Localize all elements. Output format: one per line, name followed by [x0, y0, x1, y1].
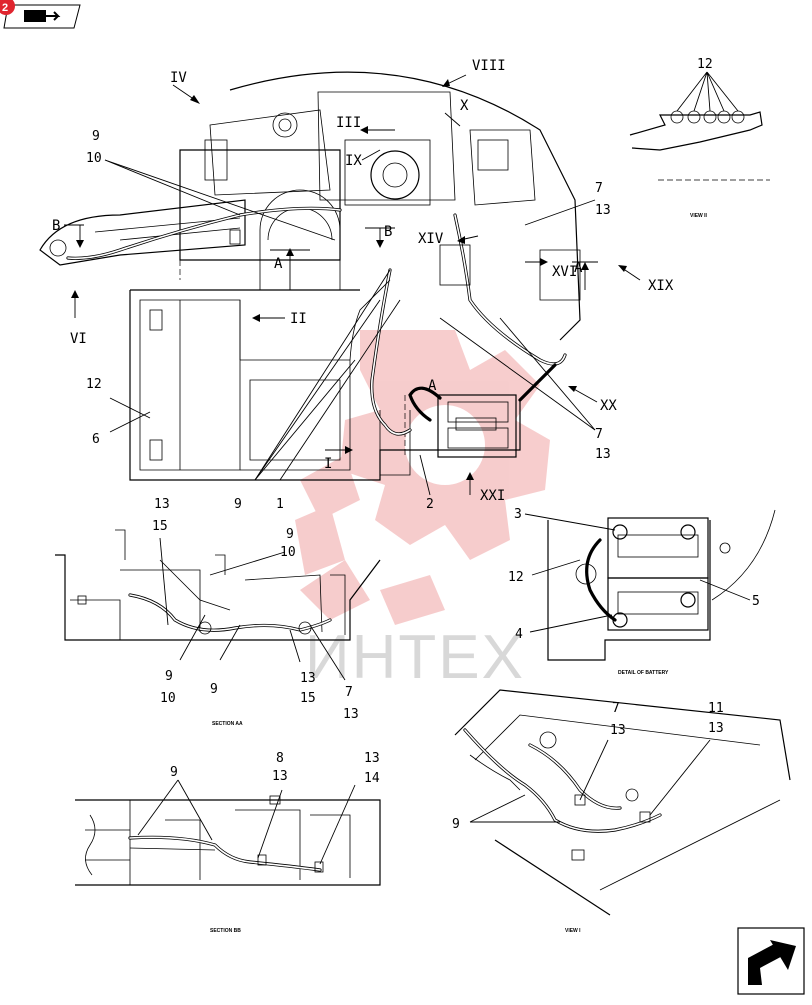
part-label-7-right: 7 [595, 427, 603, 442]
main-assembly-view [39, 71, 641, 496]
watermark-text: ИНТЕХ [305, 623, 525, 692]
view-label-iii: III [336, 115, 361, 131]
view-ii-part-label-12: 12 [697, 57, 713, 72]
section-marker-a-mid: A [428, 378, 437, 394]
section-marker-a-right: A [574, 260, 583, 276]
section-aa-part-label-13: 13 [154, 497, 170, 512]
view-i-detail [454, 689, 791, 916]
view-label-x: X [460, 98, 469, 114]
part-label-6: 6 [92, 432, 100, 447]
view-i-part-label-7: 7 [612, 701, 620, 716]
view-label-xiv: XIV [418, 231, 444, 247]
section-aa-part-label-9-left: 9 [165, 669, 173, 684]
view-label-i: I [324, 456, 332, 472]
section-aa-part-label-10-left: 10 [160, 691, 176, 706]
section-aa-view [55, 529, 381, 681]
part-label-10: 10 [86, 151, 102, 166]
section-aa-part-label-15: 15 [152, 519, 168, 534]
section-bb-part-label-13-left: 13 [272, 769, 288, 784]
battery-detail-view [524, 509, 776, 661]
section-aa-part-label-7: 7 [345, 685, 353, 700]
battery-part-label-5: 5 [752, 594, 760, 609]
view-i-caption: VIEW I [565, 928, 581, 934]
view-label-xix: XIX [648, 278, 674, 294]
section-bb-part-label-13-right: 13 [364, 751, 380, 766]
section-bb-part-label-14: 14 [364, 771, 380, 786]
part-label-12: 12 [86, 377, 102, 392]
battery-part-label-12: 12 [508, 570, 524, 585]
section-bb-caption: SECTION BB [210, 928, 241, 934]
section-marker-a-left: A [274, 256, 283, 272]
next-page-arrow-icon [748, 940, 796, 985]
section-bb-part-label-8: 8 [276, 751, 284, 766]
view-i-part-label-13-left: 13 [610, 723, 626, 738]
book-arrow-icon [24, 10, 61, 22]
page-badge [0, 0, 15, 15]
view-i-part-label-11: 11 [708, 701, 724, 716]
view-label-xvi: XVI [552, 264, 577, 280]
part-label-7-top: 7 [595, 181, 603, 196]
battery-part-label-3: 3 [514, 507, 522, 522]
page-badge-number: 2 [2, 2, 8, 14]
view-label-ii: II [290, 311, 307, 327]
section-aa-caption: SECTION AA [212, 721, 243, 727]
next-page-button[interactable] [737, 927, 805, 995]
view-ii-caption: VIEW II [690, 213, 708, 219]
view-i-part-label-13-right: 13 [708, 721, 724, 736]
view-label-vi: VI [70, 331, 87, 347]
section-marker-b-right: B [384, 224, 392, 240]
view-label-iv: IV [170, 70, 187, 86]
part-label-9-bottom: 9 [234, 497, 242, 512]
view-ii-detail [629, 71, 770, 181]
part-label-2: 2 [426, 497, 434, 512]
section-bb-part-label-9: 9 [170, 765, 178, 780]
part-label-13-right: 13 [595, 447, 611, 462]
view-i-part-label-9: 9 [452, 817, 460, 832]
part-label-1: 1 [276, 497, 284, 512]
view-label-xx: XX [600, 398, 617, 414]
section-aa-part-label-13-bottom: 13 [343, 707, 359, 722]
section-bb-view [75, 779, 381, 886]
section-aa-part-label-9-mid: 9 [210, 682, 218, 697]
part-label-13-top: 13 [595, 203, 611, 218]
view-label-viii: VIII [472, 58, 506, 74]
battery-detail-caption: DETAIL OF BATTERY [618, 670, 669, 676]
section-aa-part-label-9-top: 9 [286, 527, 294, 542]
battery-part-label-4: 4 [515, 627, 523, 642]
section-aa-part-label-13-right: 13 [300, 671, 316, 686]
section-aa-part-label-15-right: 15 [300, 691, 316, 706]
view-label-xxi: XXI [480, 488, 505, 504]
watermark-logo [295, 330, 550, 625]
back-to-index-button[interactable] [3, 4, 81, 29]
section-aa-part-label-10-top: 10 [280, 545, 296, 560]
view-label-ix: IX [345, 153, 362, 169]
section-marker-b-left: B [52, 218, 60, 234]
part-label-9: 9 [92, 129, 100, 144]
